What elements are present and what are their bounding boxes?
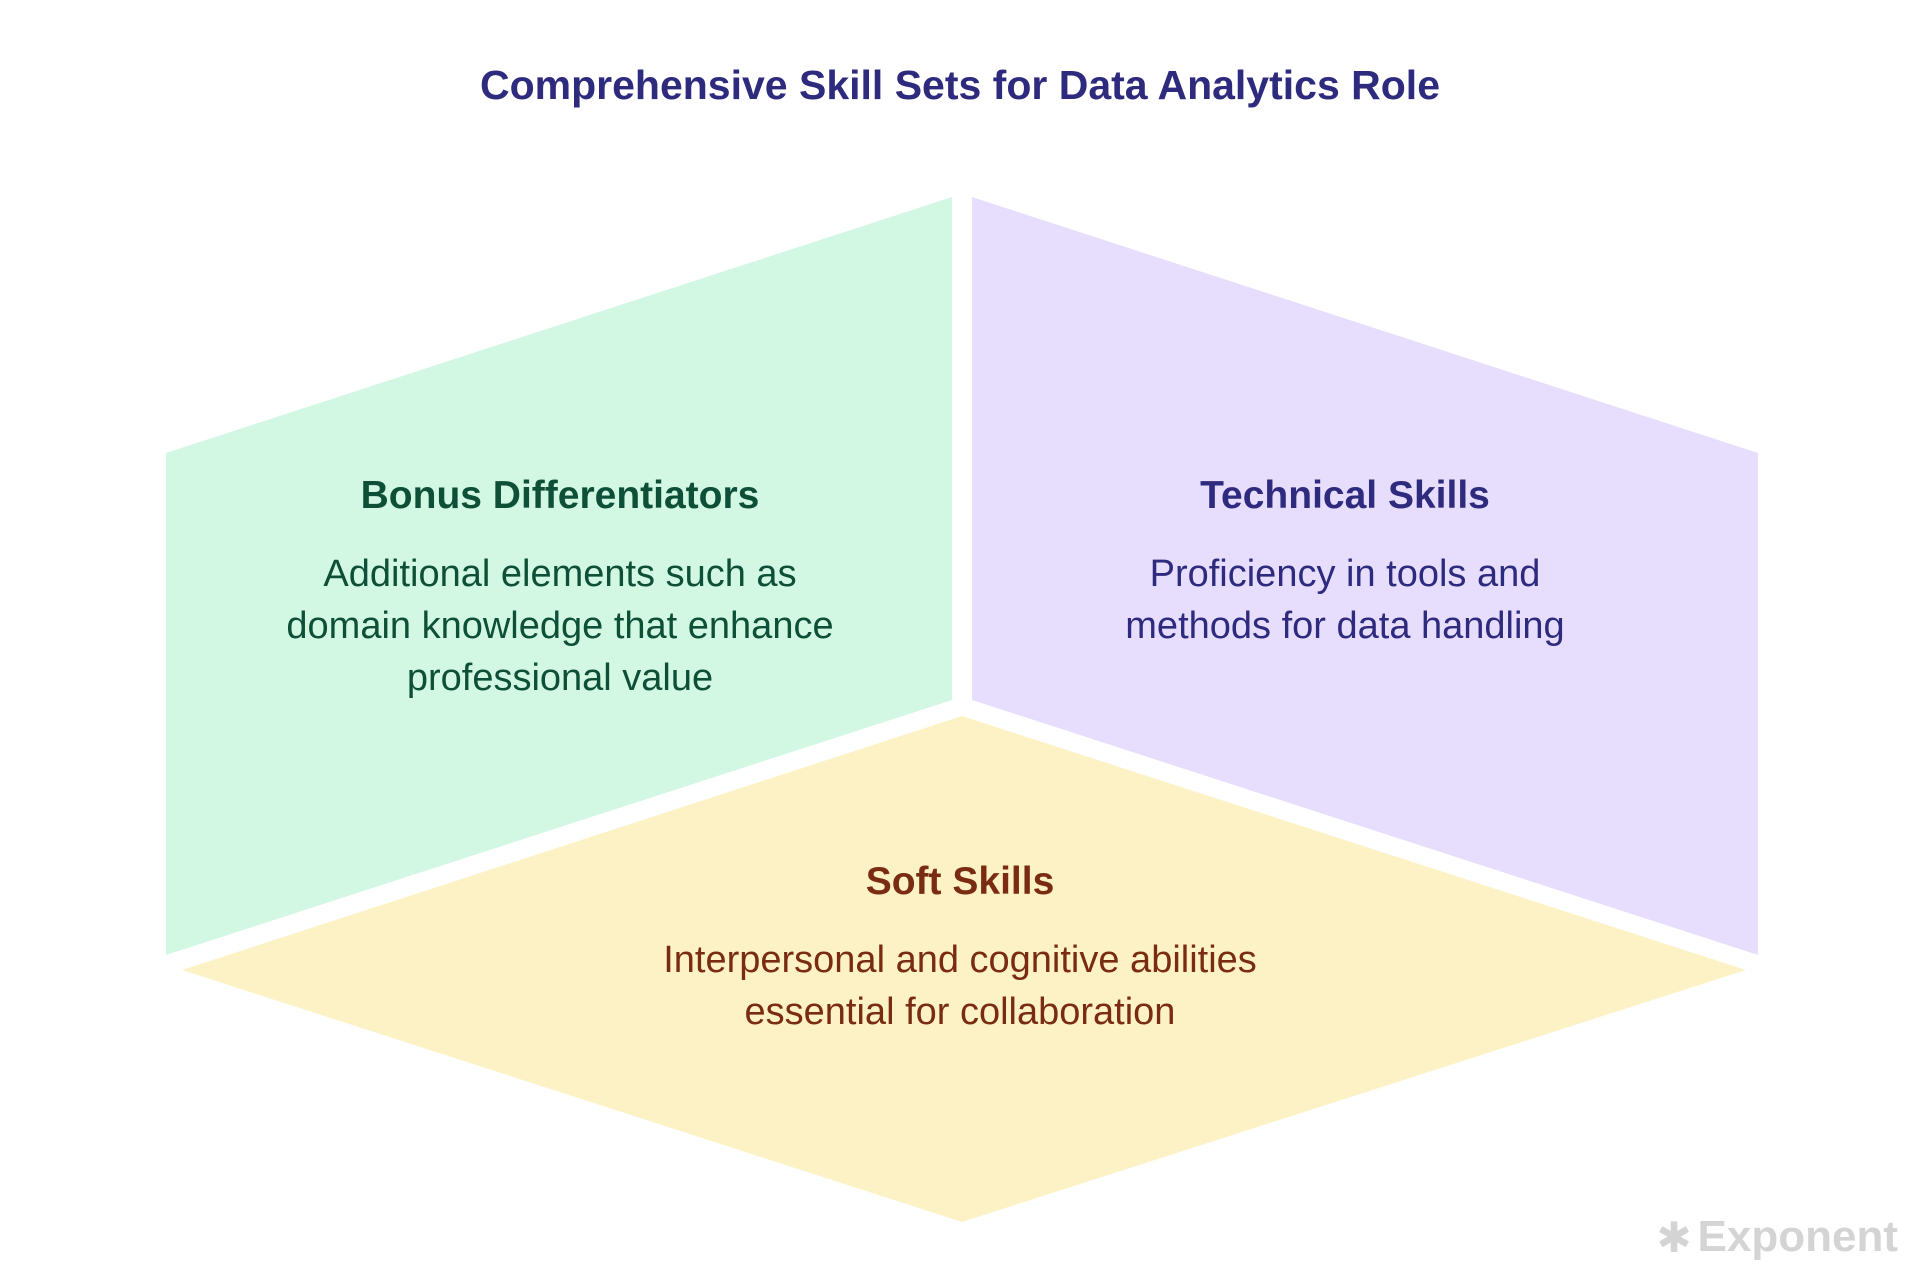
exponent-logo: ✱ Exponent [1656,1212,1898,1262]
description-line: Interpersonal and cognitive abilities [663,939,1257,981]
description-line: Proficiency in tools and [1149,553,1541,595]
soft-skills-description: Interpersonal and cognitive abilities es… [560,934,1360,1038]
soft-skills-shape [182,716,1746,1222]
technical-skills-block: Technical Skills Proficiency in tools an… [1000,474,1690,652]
bonus-differentiators-block: Bonus Differentiators Additional element… [200,474,920,704]
description-line: Additional elements such as [323,553,797,595]
soft-skills-heading: Soft Skills [865,860,1055,903]
description-line: methods for data handling [1125,605,1565,647]
technical-skills-description: Proficiency in tools and methods for dat… [1000,548,1690,652]
description-line: domain knowledge that enhance [286,605,834,647]
technical-skills-heading: Technical Skills [1200,474,1490,517]
bonus-differentiators-heading: Bonus Differentiators [360,474,760,517]
asterisk-icon: ✱ [1656,1213,1692,1261]
logo-text: Exponent [1697,1212,1898,1261]
page-title: Comprehensive Skill Sets for Data Analyt… [479,62,1441,108]
description-line: professional value [406,657,714,699]
bonus-differentiators-description: Additional elements such as domain knowl… [200,548,920,704]
bonus-differentiators-shape [166,197,952,955]
description-line: essential for collaboration [744,991,1176,1033]
soft-skills-block: Soft Skills Interpersonal and cognitive … [560,860,1360,1038]
technical-skills-shape [972,197,1758,955]
